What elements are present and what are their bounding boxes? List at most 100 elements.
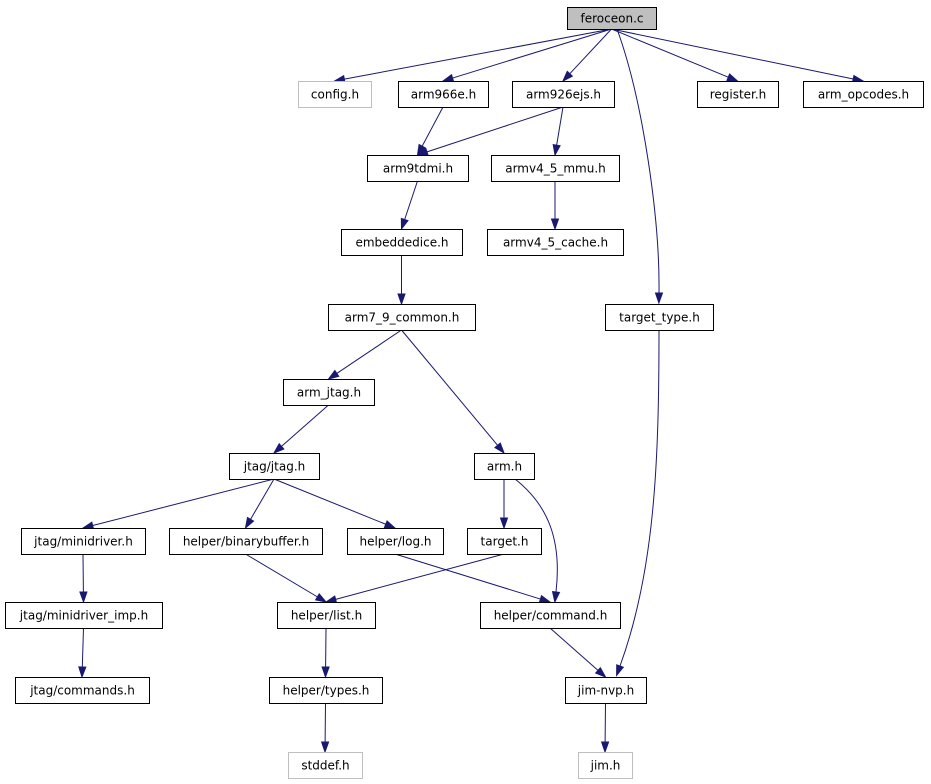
node-box — [697, 81, 779, 108]
edge-arrowhead — [600, 741, 610, 754]
node-box — [229, 453, 320, 480]
node-config-h: config.h — [298, 81, 372, 108]
node-label: jtag/minidriver_imp.h — [19, 609, 148, 623]
node-label: feroceon.c — [581, 12, 644, 26]
node-arm926ejs-h[interactable]: arm926ejs.h — [512, 81, 615, 108]
edge-arm_jtag_h-to-jtag_jtag_h — [272, 404, 329, 455]
node-label: armv4_5_cache.h — [503, 236, 608, 250]
node-label: jtag/minidriver.h — [33, 535, 133, 549]
node-helper-list-h[interactable]: helper/list.h — [277, 602, 376, 629]
node-helper-log-h[interactable]: helper/log.h — [347, 528, 444, 555]
node-helper-types-h[interactable]: helper/types.h — [269, 677, 383, 704]
node-box — [467, 528, 542, 555]
node-helper-binarybuffer-h[interactable]: helper/binarybuffer.h — [169, 528, 323, 555]
node-jtag-commands-h[interactable]: jtag/commands.h — [15, 677, 150, 704]
node-label: arm926ejs.h — [526, 88, 601, 102]
node-label: config.h — [311, 88, 359, 102]
node-target-type-h[interactable]: target_type.h — [605, 304, 714, 331]
edge-arrowhead — [383, 520, 397, 529]
edge-arrowhead — [538, 594, 552, 603]
node-label: helper/command.h — [494, 609, 608, 623]
edge-target_h-to-helper_list_h — [324, 553, 505, 604]
node-label: arm966e.h — [411, 88, 476, 102]
node-label: helper/types.h — [283, 684, 370, 698]
node-label: stddef.h — [301, 759, 349, 773]
edge-line — [421, 106, 444, 147]
edge-arrowhead — [441, 73, 455, 82]
node-arm-h[interactable]: arm.h — [474, 453, 535, 480]
node-box — [367, 155, 469, 182]
node-box — [565, 677, 647, 704]
edge-line — [92, 478, 275, 526]
edge-line — [281, 404, 329, 447]
edge-arrowhead — [594, 666, 607, 679]
node-box — [487, 229, 624, 256]
node-box — [398, 81, 489, 108]
edges-layer — [78, 28, 865, 754]
node-embeddedice-h[interactable]: embeddedice.h — [341, 229, 463, 256]
node-label: jim.h — [590, 759, 621, 773]
node-arm966e-h[interactable]: arm966e.h — [398, 81, 489, 108]
edge-arrowhead — [561, 70, 574, 83]
node-jtag-jtag-h[interactable]: jtag/jtag.h — [229, 453, 320, 480]
edge-arrowhead — [654, 292, 664, 305]
edge-arm9tdmi_h-to-embeddedice_h — [400, 180, 418, 231]
edge-arrowhead — [321, 666, 330, 679]
edge-line — [401, 329, 498, 446]
node-box — [328, 304, 476, 331]
edge-arrowhead — [244, 516, 255, 530]
edge-target_type_h-to-jim_nvp_h — [616, 329, 660, 677]
node-stddef-h: stddef.h — [288, 752, 363, 779]
node-label: register.h — [710, 88, 767, 102]
node-label: armv4_5_mmu.h — [505, 162, 606, 176]
edge-feroceon_c-to-arm_opcodes_h — [611, 28, 865, 83]
edge-helper_log_h-to-helper_command_h — [394, 553, 552, 603]
edge-arrowhead — [551, 591, 561, 604]
edge-line — [273, 478, 386, 525]
edge-arrowhead — [324, 595, 338, 604]
edge-arrowhead — [499, 517, 509, 530]
edge-arrowhead — [79, 591, 88, 604]
node-arm9tdmi-h[interactable]: arm9tdmi.h — [367, 155, 469, 182]
edge-line — [335, 553, 505, 600]
edge-curve — [514, 478, 558, 593]
node-box — [283, 379, 375, 406]
node-box — [474, 453, 535, 480]
node-armv4-5-mmu-h[interactable]: armv4_5_mmu.h — [491, 155, 620, 182]
node-jim-nvp-h[interactable]: jim-nvp.h — [565, 677, 647, 704]
node-jim-h: jim.h — [578, 752, 633, 779]
edge-jtag_jtag_h-to-jtag_minidriver_h — [81, 478, 275, 530]
node-box — [347, 528, 444, 555]
edge-embeddedice_h-to-arm7_9_common_h — [397, 255, 406, 306]
edge-line — [394, 553, 541, 600]
node-armv4-5-cache-h[interactable]: armv4_5_cache.h — [487, 229, 624, 256]
node-arm-opcodes-h[interactable]: arm_opcodes.h — [803, 81, 924, 108]
node-arm-jtag-h[interactable]: arm_jtag.h — [283, 379, 375, 406]
edge-feroceon_c-to-arm966e_h — [441, 28, 612, 82]
edge-line — [336, 329, 402, 374]
node-target-h[interactable]: target.h — [467, 528, 542, 555]
node-helper-command-h[interactable]: helper/command.h — [480, 602, 621, 629]
edge-arrowhead — [81, 521, 95, 530]
node-feroceon-c: feroceon.c — [567, 7, 657, 30]
edge-helper_command_h-to-jim_nvp_h — [549, 627, 607, 679]
edge-line — [404, 180, 418, 220]
node-box — [491, 155, 620, 182]
edge-arrowhead — [78, 666, 87, 679]
node-jtag-minidriver-h[interactable]: jtag/minidriver.h — [21, 528, 146, 555]
edge-jtag_jtag_h-to-helper_log_h — [273, 478, 397, 529]
edge-arrowhead — [550, 218, 560, 231]
edge-arrowhead — [327, 369, 340, 380]
node-box — [298, 81, 372, 108]
node-register-h[interactable]: register.h — [697, 81, 779, 108]
edge-line — [426, 106, 564, 153]
edge-jtag_minidriver_imp_h-to-jtag_commands_h — [78, 627, 87, 679]
node-arm7-9-common-h[interactable]: arm7_9_common.h — [328, 304, 476, 331]
edge-jtag_jtag_h-to-helper_binarybuffer_h — [244, 478, 275, 530]
edge-armv4_5_mmu_h-to-armv4_5_cache_h — [550, 181, 560, 231]
node-jtag-minidriver-imp-h[interactable]: jtag/minidriver_imp.h — [5, 602, 163, 629]
edge-curve — [616, 28, 660, 294]
edge-arrowhead — [320, 741, 330, 754]
edge-line — [81, 627, 84, 668]
node-label: embeddedice.h — [355, 236, 448, 250]
